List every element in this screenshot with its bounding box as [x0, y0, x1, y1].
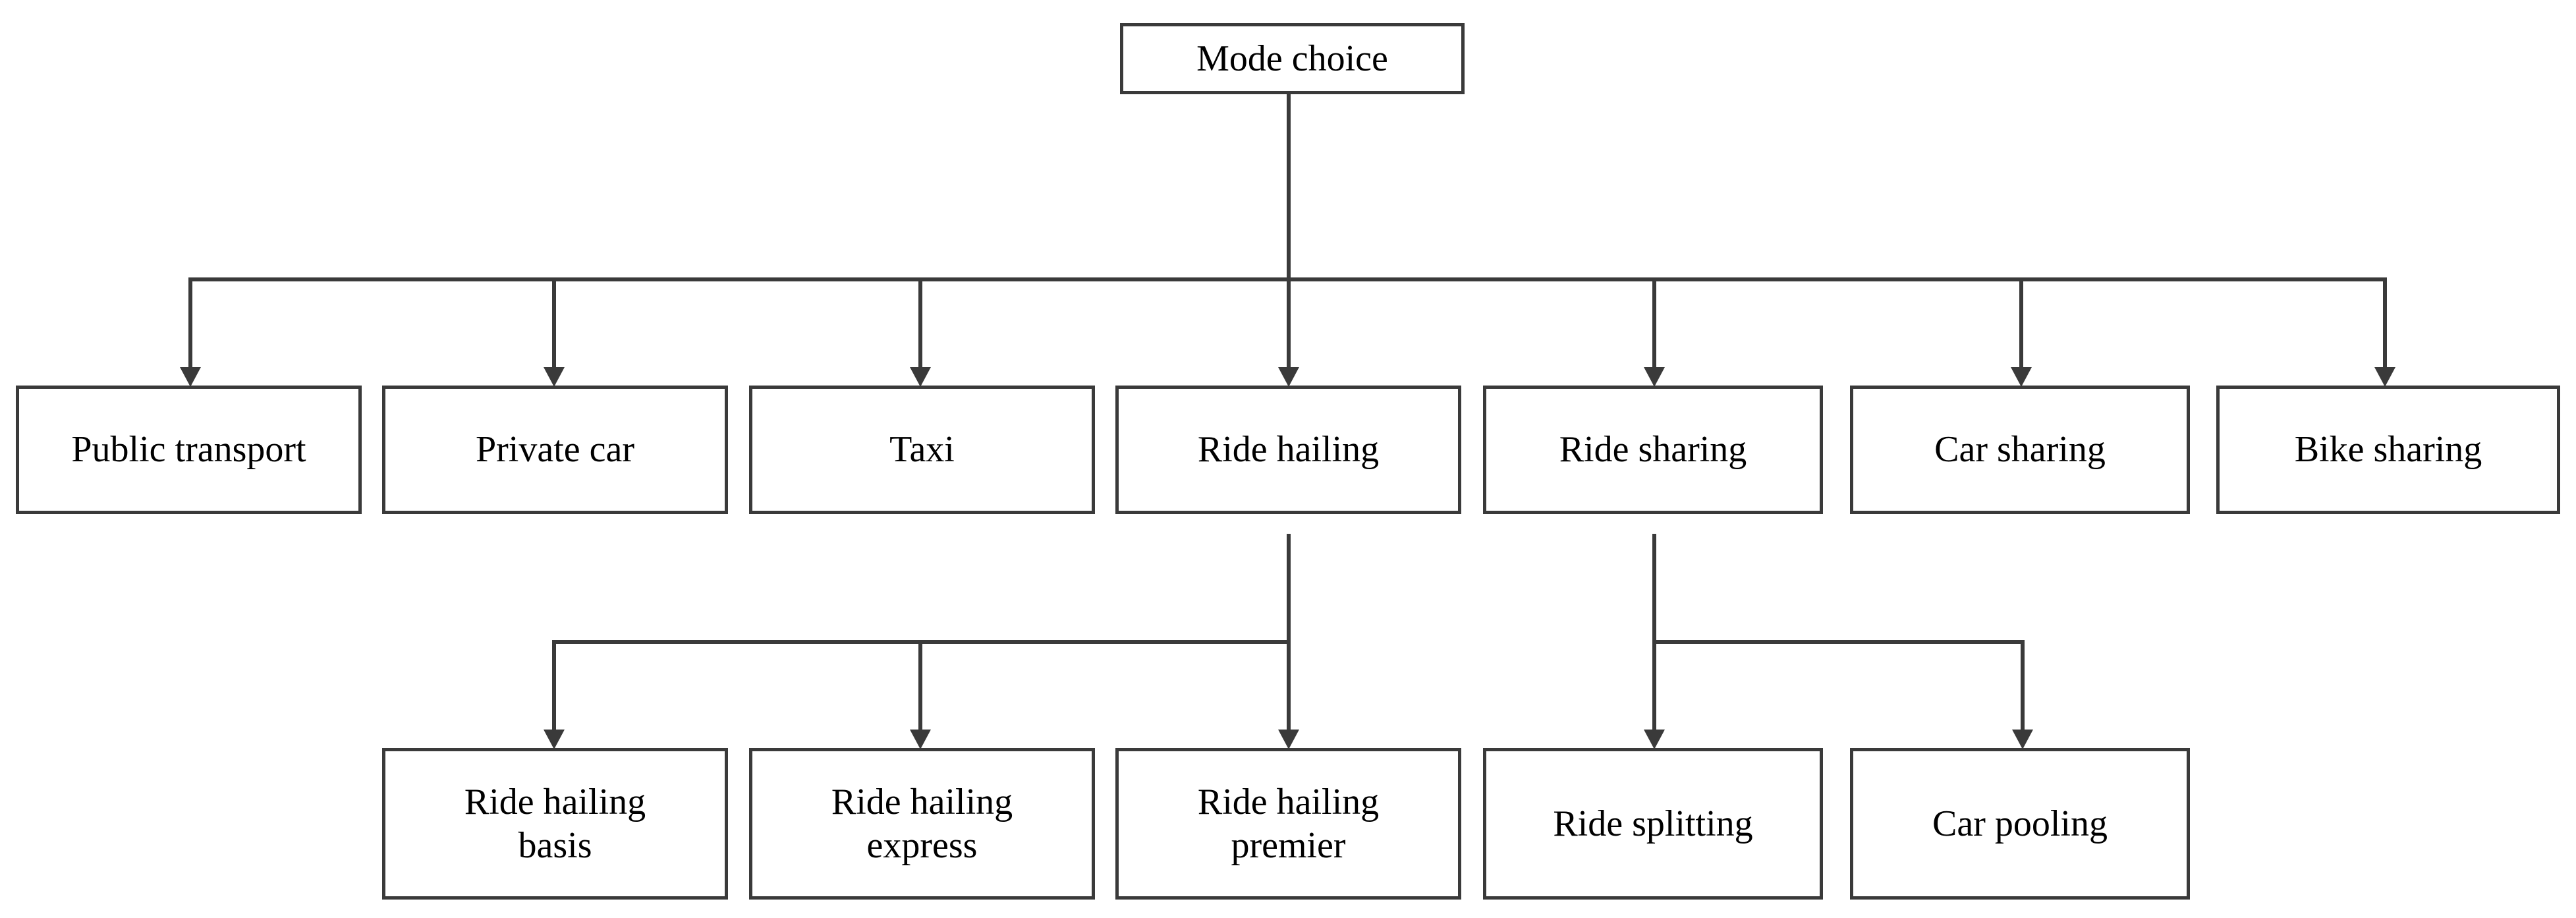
- connector-drop-public-transport: [188, 277, 192, 370]
- node-public-transport[interactable]: Public transport: [16, 386, 362, 514]
- node-ride-hailing-label: Ride hailing: [1197, 429, 1380, 471]
- node-ride-splitting-label: Ride splitting: [1553, 803, 1753, 844]
- node-ride-hailing-express-label: Ride hailing express: [831, 781, 1013, 866]
- node-ride-hailing[interactable]: Ride hailing: [1115, 386, 1461, 514]
- connector-ride-sharing-stem: [1652, 534, 1656, 644]
- connector-drop-ride-sharing: [1652, 277, 1656, 370]
- arrowhead-public-transport: [180, 367, 201, 387]
- node-car-sharing-label: Car sharing: [1934, 429, 2106, 471]
- node-ride-hailing-premier-label: Ride hailing premier: [1197, 781, 1380, 866]
- node-ride-hailing-basis[interactable]: Ride hailing basis: [382, 748, 728, 900]
- connector-drop-taxi: [918, 277, 922, 370]
- connector-drop-ride-splitting: [1652, 640, 1656, 732]
- arrowhead-ride-hailing: [1278, 367, 1299, 387]
- node-bike-sharing[interactable]: Bike sharing: [2216, 386, 2560, 514]
- connector-drop-ride-hailing: [1287, 277, 1291, 370]
- node-private-car-label: Private car: [476, 429, 634, 471]
- connector-ride-sharing-bus: [1652, 640, 2025, 644]
- connector-drop-car-pooling: [2021, 640, 2025, 732]
- node-ride-splitting[interactable]: Ride splitting: [1483, 748, 1823, 900]
- arrowhead-private-car: [544, 367, 565, 387]
- node-ride-sharing[interactable]: Ride sharing: [1483, 386, 1823, 514]
- connector-drop-ride-hailing-premier: [1287, 640, 1291, 732]
- node-ride-hailing-express[interactable]: Ride hailing express: [749, 748, 1095, 900]
- arrowhead-ride-sharing: [1644, 367, 1665, 387]
- connector-drop-car-sharing: [2019, 277, 2023, 370]
- arrowhead-taxi: [910, 367, 931, 387]
- connector-drop-private-car: [552, 277, 556, 370]
- arrowhead-car-pooling: [2012, 730, 2033, 749]
- node-taxi[interactable]: Taxi: [749, 386, 1095, 514]
- arrowhead-ride-hailing-premier: [1278, 730, 1299, 749]
- node-mode-choice[interactable]: Mode choice: [1120, 23, 1465, 94]
- connector-drop-ride-hailing-express: [918, 640, 922, 732]
- node-car-sharing[interactable]: Car sharing: [1850, 386, 2190, 514]
- arrowhead-ride-splitting: [1644, 730, 1665, 749]
- arrowhead-ride-hailing-basis: [544, 730, 565, 749]
- arrowhead-car-sharing: [2011, 367, 2032, 387]
- arrowhead-ride-hailing-express: [910, 730, 931, 749]
- node-car-pooling[interactable]: Car pooling: [1850, 748, 2190, 900]
- node-bike-sharing-label: Bike sharing: [2294, 429, 2482, 471]
- arrowhead-bike-sharing: [2374, 367, 2395, 387]
- node-ride-hailing-premier[interactable]: Ride hailing premier: [1115, 748, 1461, 900]
- node-private-car[interactable]: Private car: [382, 386, 728, 514]
- node-ride-hailing-basis-label: Ride hailing basis: [464, 781, 646, 866]
- node-mode-choice-label: Mode choice: [1196, 38, 1388, 79]
- node-public-transport-label: Public transport: [71, 429, 306, 471]
- node-taxi-label: Taxi: [889, 429, 955, 471]
- connector-drop-ride-hailing-basis: [552, 640, 556, 732]
- connector-root-stem: [1287, 92, 1291, 279]
- connector-drop-bike-sharing: [2383, 277, 2387, 370]
- node-ride-sharing-label: Ride sharing: [1559, 429, 1747, 471]
- connector-ride-hailing-stem: [1287, 534, 1291, 644]
- node-car-pooling-label: Car pooling: [1932, 803, 2108, 844]
